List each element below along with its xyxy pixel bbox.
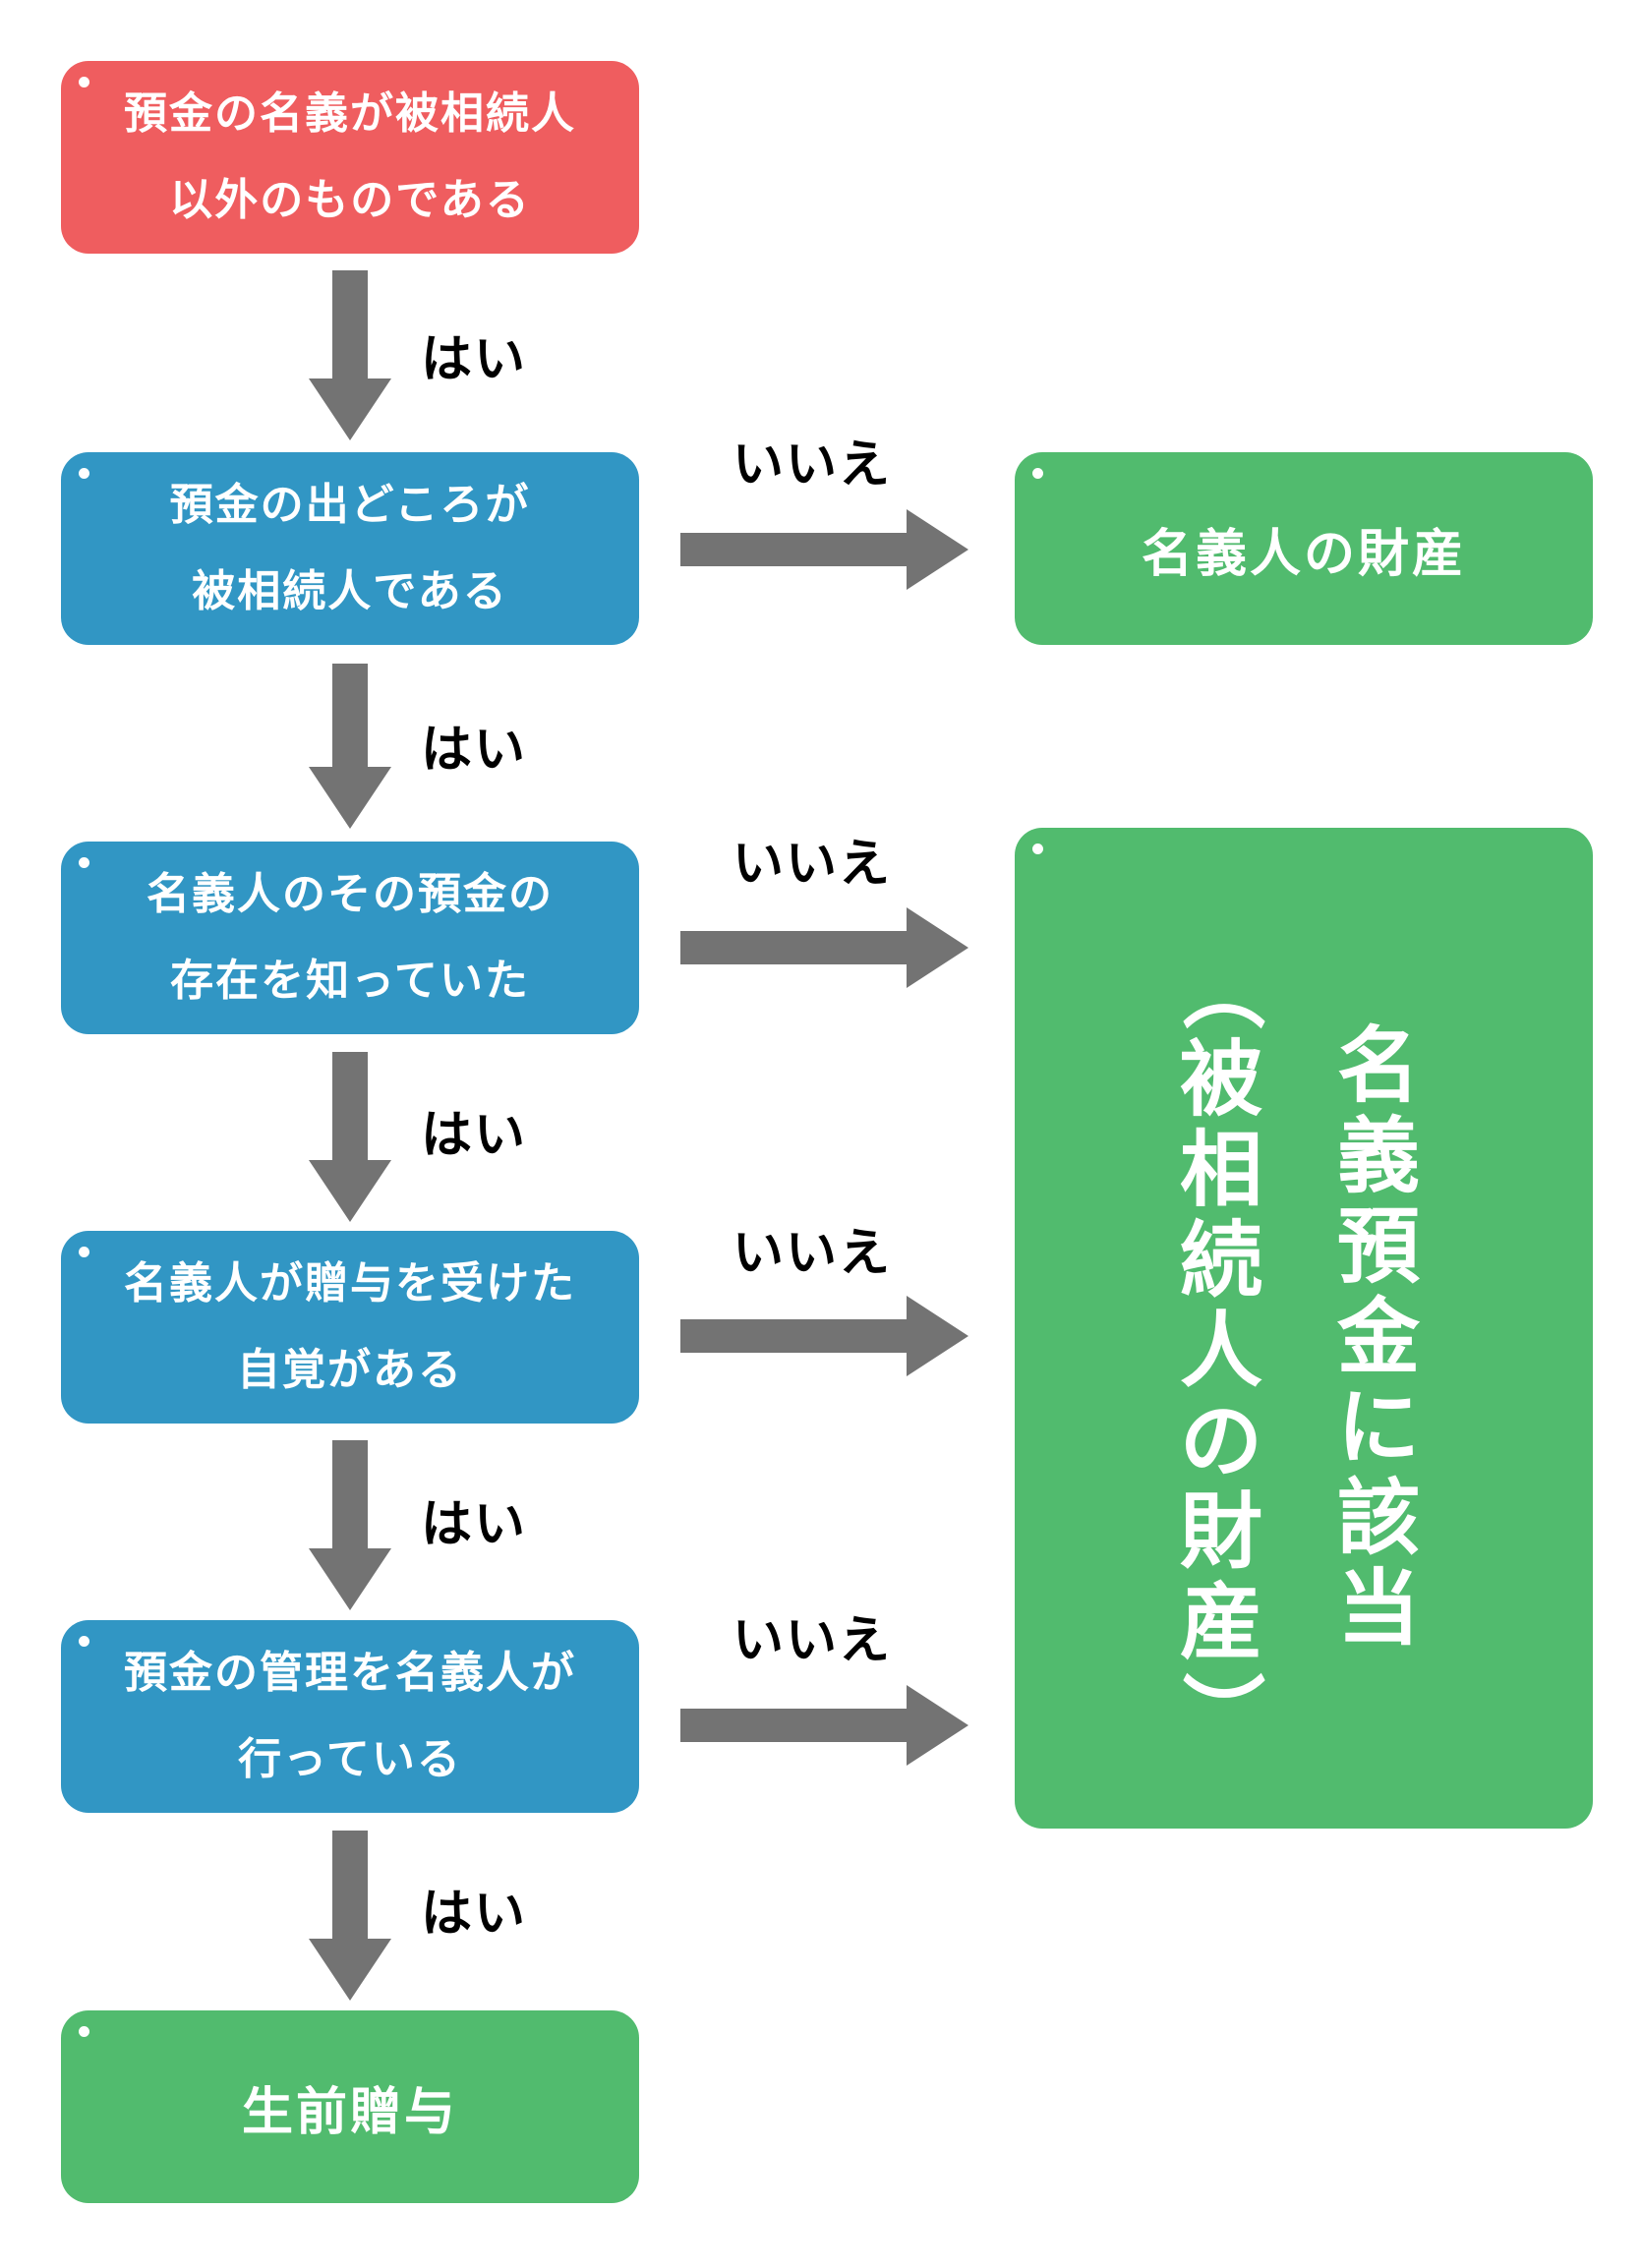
result-gift-label: 生前贈与 [241,2082,458,2142]
yes-label-1: はい [421,330,528,389]
main-char: 金 [1337,1289,1421,1385]
yes-label-3: はい [421,1106,528,1165]
no-label-2: いいえ [733,835,893,894]
no-label-1: いいえ [733,436,893,494]
yes-label-4: はい [421,1495,528,1554]
question-1-line2: 被相続人である [192,566,508,616]
right-arrow-4 [680,1685,968,1766]
sub-char: 続 [1180,1212,1263,1308]
question-node-3: 名義人が贈与を受けた 自覚がある [61,1231,639,1424]
sub-char: 産 [1180,1574,1263,1670]
sub-char: 被 [1180,1031,1263,1128]
right-arrow-2 [680,907,968,988]
sub-char: の [1180,1393,1263,1489]
main-char: 名 [1337,1018,1421,1114]
main-char: 該 [1337,1470,1421,1566]
down-arrow-1 [309,270,391,440]
down-arrow-3 [309,1052,391,1222]
corner-dot [79,77,89,87]
question-node-1: 預金の出どころが 被相続人である [61,452,639,645]
question-1-line1: 預金の出どころが [169,480,531,530]
question-3-line2: 自覚がある [237,1345,463,1395]
question-2-line2: 存在を知っていた [170,956,530,1006]
main-char: 当 [1337,1560,1421,1657]
nominal-deposit-sub-vertical: （ 被 相 続 人 の 財 産 ） [1173,944,1269,1758]
question-4-line2: 行っている [238,1734,462,1784]
corner-dot [1032,843,1043,854]
no-label-4: いいえ [733,1611,893,1670]
sub-char: 相 [1180,1122,1263,1218]
corner-dot [79,468,89,479]
main-char: 預 [1337,1198,1421,1295]
question-2-line1: 名義人のその預金の [147,869,554,919]
question-node-4: 預金の管理を名義人が 行っている [61,1620,639,1813]
start-node-line2: 以外のものである [169,175,531,225]
down-arrow-2 [309,664,391,829]
down-arrow-4 [309,1440,391,1610]
sub-char: 人 [1180,1303,1263,1399]
sub-char: （ [1173,947,1270,1031]
result-nominee-label: 名義人の財産 [1141,524,1466,584]
yes-label-2: はい [421,721,528,780]
down-arrow-5 [309,1831,391,2001]
nominal-deposit-main-vertical: 名 義 預 金 に 該 当 [1337,1020,1420,1654]
main-char: に [1337,1379,1421,1476]
sub-char: ） [1173,1670,1270,1755]
result-node-nominee: 名義人の財産 [1015,452,1593,645]
question-node-2: 名義人のその預金の 存在を知っていた [61,842,639,1034]
question-4-line1: 預金の管理を名義人が [124,1648,576,1698]
right-arrow-1 [680,509,968,590]
yes-label-5: はい [421,1885,528,1944]
corner-dot [79,1247,89,1257]
question-3-line1: 名義人が贈与を受けた [124,1258,576,1308]
sub-char: 財 [1180,1483,1263,1580]
right-arrow-3 [680,1296,968,1376]
main-char: 義 [1337,1108,1421,1204]
corner-dot [1032,468,1043,479]
start-node-line1: 預金の名義が被相続人 [124,88,576,139]
no-label-3: いいえ [733,1224,893,1283]
corner-dot [79,2026,89,2037]
corner-dot [79,1636,89,1647]
result-node-nominal-deposit [1015,828,1593,1829]
result-node-gift: 生前贈与 [61,2010,639,2203]
start-node: 預金の名義が被相続人 以外のものである [61,61,639,254]
corner-dot [79,857,89,868]
